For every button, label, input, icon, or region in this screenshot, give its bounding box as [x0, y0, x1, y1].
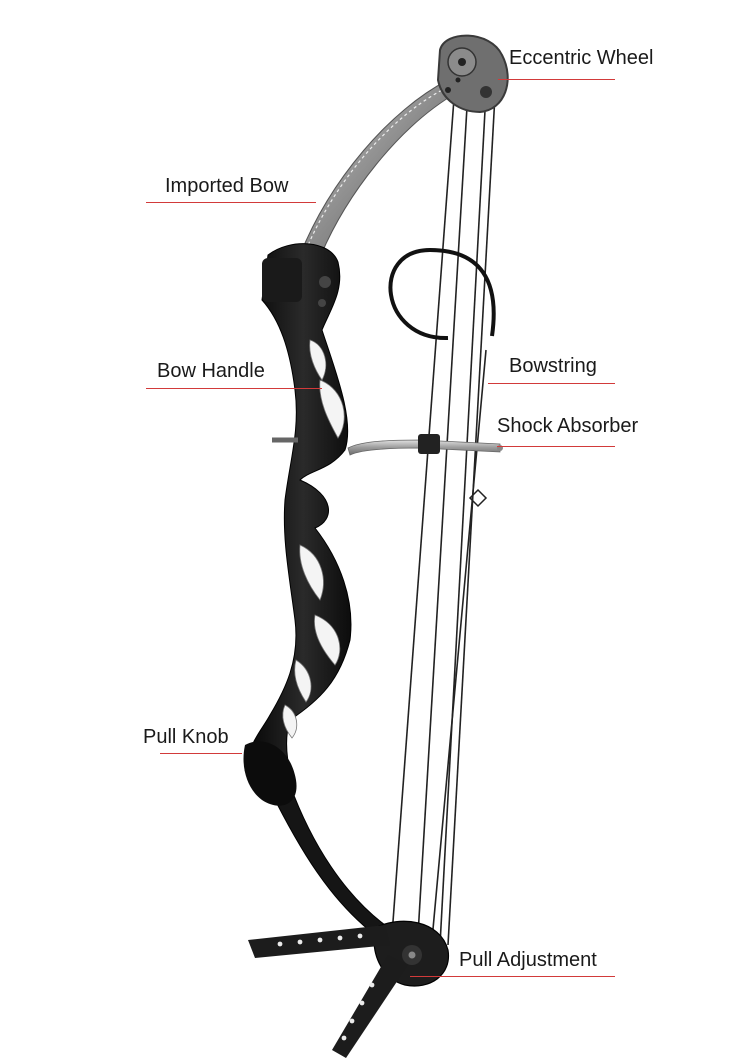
label-bowstring: Bowstring — [509, 355, 597, 377]
lower-limb — [269, 784, 386, 936]
label-shock-absorber: Shock Absorber — [497, 415, 639, 437]
pull-knob-pocket — [243, 741, 297, 806]
riser-bow-handle — [244, 243, 352, 794]
bow-stand — [248, 925, 408, 1058]
label-imported-bow: Imported Bow — [165, 175, 289, 197]
rule-eccentric-wheel — [498, 79, 615, 80]
riser-cutouts — [282, 339, 345, 739]
rule-bow-handle — [146, 388, 322, 389]
limb-pocket-top — [262, 258, 331, 307]
upper-limb — [299, 79, 459, 263]
eccentric-wheel-cam — [436, 34, 509, 114]
rule-pull-adjustment — [410, 976, 615, 977]
rule-imported-bow — [146, 202, 316, 203]
shock-absorber-rod — [272, 434, 503, 456]
label-bow-handle: Bow Handle — [157, 360, 265, 382]
rule-pull-knob — [160, 753, 242, 754]
label-eccentric-wheel: Eccentric Wheel — [509, 47, 654, 69]
cable-guard-loop — [388, 247, 496, 341]
rule-bowstring — [488, 383, 615, 384]
rule-shock-absorber — [497, 446, 615, 447]
bowstring-cables — [391, 84, 496, 946]
label-pull-knob: Pull Knob — [143, 726, 229, 748]
label-pull-adjustment: Pull Adjustment — [459, 949, 597, 971]
